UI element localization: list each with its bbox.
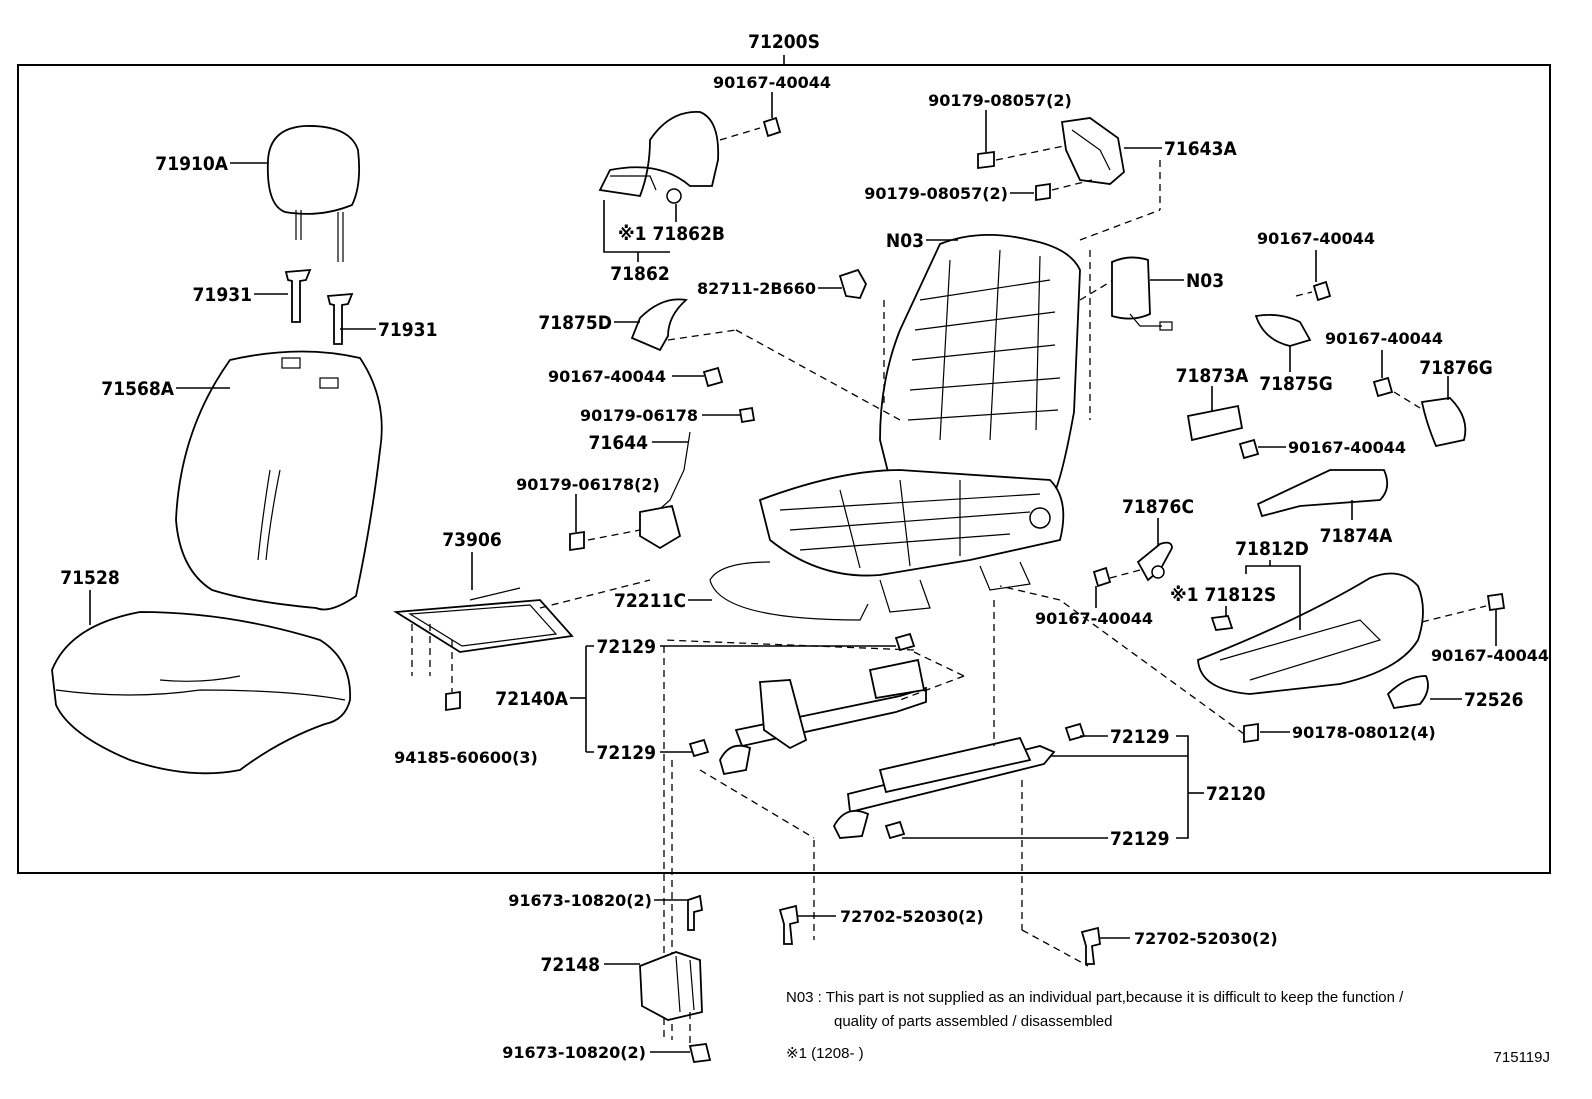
part-label-l72129-d: 72129	[1110, 828, 1169, 850]
side-cover-part	[1254, 313, 1312, 347]
wire-harness-part	[639, 431, 691, 550]
part-label-l72140A: 72140A	[495, 688, 568, 710]
part-label-l71874A: 71874A	[1320, 525, 1393, 547]
part-label-l71875G: 71875G	[1259, 373, 1333, 395]
part-label-l71812D: 71812D	[1235, 538, 1309, 560]
part-label-l72129-a: 72129	[597, 636, 656, 658]
part-label-l90167-r4: 90167-40044	[1431, 646, 1549, 665]
part-label-figure-id: 715119J	[1494, 1049, 1550, 1066]
hinge-cover-part	[1420, 397, 1467, 448]
assembly-label: 71200S	[748, 31, 820, 53]
knob-part	[1386, 675, 1429, 709]
part-label-l90167-c: 90167-40044	[1035, 609, 1153, 628]
part-label-n03-line1: N03 : This part is not supplied as an in…	[786, 989, 1404, 1006]
part-label-lN03-b: N03	[1186, 270, 1224, 292]
part-label-l73906: 73906	[442, 529, 501, 551]
seat-track-left-part	[719, 658, 927, 776]
part-label-l91673-b: 91673-10820(2)	[502, 1043, 646, 1062]
heater-mat-part	[393, 587, 574, 653]
seat-frame-part	[758, 233, 1081, 613]
headrest-part	[266, 125, 361, 262]
seat-cushion-part	[51, 611, 351, 775]
recliner-part	[1060, 117, 1125, 185]
wire-clip-part	[838, 268, 868, 299]
part-label-l90167-top: 90167-40044	[713, 73, 831, 92]
part-label-l71873A: 71873A	[1176, 365, 1249, 387]
part-label-l90179-b: 90179-08057(2)	[864, 184, 1008, 203]
part-label-n03-line2: quality of parts assembled / disassemble…	[834, 1013, 1112, 1030]
part-label-l94185: 94185-60600(3)	[394, 748, 538, 767]
part-label-l90179-a: 90179-08057(2)	[928, 91, 1072, 110]
part-label-l72526: 72526	[1464, 689, 1523, 711]
side-airbag-part	[1111, 256, 1173, 331]
part-label-l72702-b: 72702-52030(2)	[1134, 929, 1278, 948]
seatback-cover-part	[175, 350, 383, 611]
part-label-l71876G: 71876G	[1419, 357, 1493, 379]
part-label-l71812S: ※1 71812S	[1170, 584, 1276, 606]
part-label-l72211C: 72211C	[614, 590, 686, 612]
part-label-l71910A: 71910A	[155, 153, 228, 175]
seat-shield-part	[1197, 572, 1424, 695]
side-shield-trim-part	[1256, 469, 1389, 518]
part-label-l71528: 71528	[60, 567, 119, 589]
part-label-l72120: 72120	[1206, 783, 1266, 805]
shield-bracket-part	[630, 298, 689, 352]
part-label-l82711: 82711-2B660	[697, 279, 816, 298]
part-label-l90167-r1: 90167-40044	[1257, 229, 1375, 248]
part-label-l71643A: 71643A	[1164, 138, 1237, 160]
part-label-l71875D: 71875D	[538, 312, 612, 334]
part-label-l91673-a: 91673-10820(2)	[508, 891, 652, 910]
part-label-l72129-c: 72129	[1110, 726, 1169, 748]
part-label-l90167-l2: 90167-40044	[548, 367, 666, 386]
seat-wire-part	[709, 561, 869, 621]
part-label-l72148: 72148	[541, 954, 600, 976]
part-label-lN03-a: N03	[886, 230, 924, 252]
part-label-l72702-a: 72702-52030(2)	[840, 907, 984, 926]
part-label-l90167-r3: 90167-40044	[1288, 438, 1406, 457]
part-label-l71876C: 71876C	[1122, 496, 1194, 518]
seat-bracket-part	[639, 951, 703, 1021]
seat-track-right-part	[832, 736, 1056, 839]
part-label-l90179-06178-2: 90179-06178(2)	[516, 475, 660, 494]
part-label-l90167-r2: 90167-40044	[1325, 329, 1443, 348]
part-label-l71931-a: 71931	[193, 284, 252, 306]
part-label-l72129-b: 72129	[597, 742, 656, 764]
part-label-l71862: 71862	[610, 263, 669, 285]
part-label-l71644: 71644	[589, 432, 649, 454]
recliner-lever-part	[1136, 541, 1173, 582]
switch-cover-part	[1186, 404, 1244, 442]
part-label-footnote: ※1 (1208- )	[786, 1045, 864, 1062]
recliner-cover-part	[598, 111, 720, 197]
part-label-l71931-b: 71931	[378, 319, 437, 341]
part-label-l71862B: ※1 71862B	[618, 223, 725, 245]
part-label-l90179-06178: 90179-06178	[580, 406, 698, 425]
headrest-guide-part	[284, 268, 354, 345]
part-label-l90178: 90178-08012(4)	[1292, 723, 1436, 742]
part-label-l71568A: 71568A	[101, 378, 174, 400]
